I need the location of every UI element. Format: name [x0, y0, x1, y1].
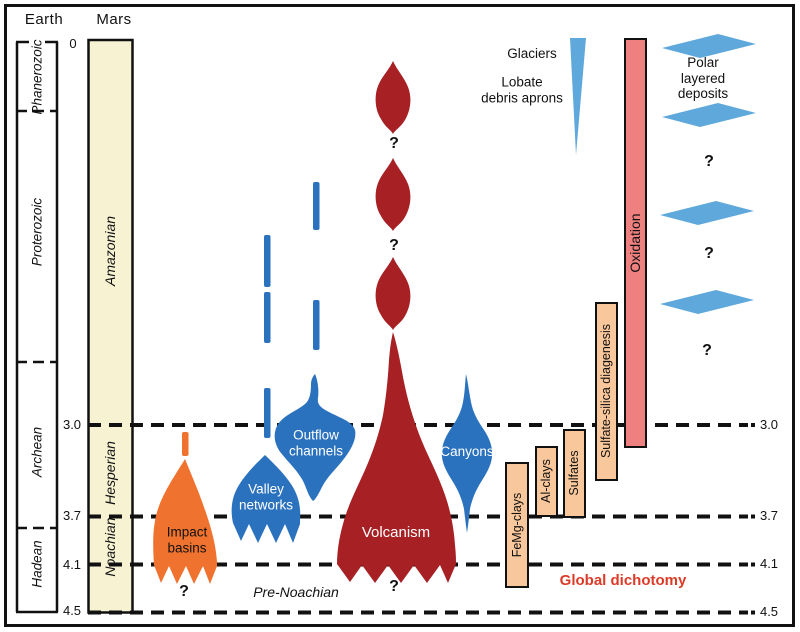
volcanism-blobs [375, 61, 411, 330]
volcanism-question-upper: ? [389, 135, 399, 152]
gridline-end-dots [751, 423, 755, 615]
sulfates-label: Sulfates [567, 450, 581, 496]
al-clays-label: Al-clays [539, 459, 553, 503]
oxidation-bar [624, 38, 647, 448]
tick-right-4-1: 4.1 [759, 556, 779, 571]
figure-border [4, 4, 795, 627]
canyons-violin [441, 374, 493, 533]
earth-column [15, 40, 59, 614]
femg-clays-label: FeMg-clays [510, 492, 524, 558]
impact-basins-label: Impact basins [166, 524, 208, 556]
tick-left-3-0: 3.0 [62, 417, 82, 432]
polar-layered-deposits-label: Polar layered deposits [677, 54, 729, 101]
tick-left-3-7: 3.7 [62, 508, 82, 523]
sulfate-silica-diagenesis-label: Sulfate-silica diagenesis [599, 323, 613, 459]
glaciers-label: Glaciers [507, 46, 557, 61]
era-phanerozoic: Phanerozoic [29, 39, 45, 115]
volcanism-violin [337, 332, 456, 583]
lobate-debris-aprons-label: Lobate debris aprons [481, 74, 563, 106]
impact-basins-question: ? [179, 583, 189, 600]
impact-basins-violin [153, 459, 217, 584]
outflow-channels-violin [274, 374, 356, 501]
polar-layered-deposit-diamonds [660, 34, 756, 314]
earth-header: Earth [24, 11, 64, 28]
mineral-bars [505, 38, 647, 588]
outflow-channels-label: Outflow channels [288, 427, 344, 459]
glaciers-triangle [570, 38, 586, 155]
polar-question-2: ? [704, 245, 714, 262]
sulfate-silica-diagenesis-bar [595, 302, 618, 481]
femg-clays-bar [505, 462, 529, 588]
tick-right-3-0: 3.0 [759, 417, 779, 432]
era-hadean: Hadean [29, 540, 45, 588]
canyons-label: Canyons [440, 444, 494, 459]
volcanism-question-bottom: ? [389, 578, 399, 595]
impact-basins-dash [182, 432, 189, 456]
volcanism-question-mid: ? [389, 237, 399, 254]
tick-right-3-7: 3.7 [759, 508, 779, 523]
period-amazonian: Amazonian [102, 215, 118, 287]
pre-noachian-note: Pre-Noachian [253, 584, 339, 600]
valley-networks-label: Valley networks [238, 481, 294, 513]
tick-right-4-5: 4.5 [759, 604, 779, 619]
tick-left-4-1: 4.1 [62, 557, 82, 572]
period-noachian: Noachian [102, 517, 118, 577]
outflow-channels-dashes [313, 182, 320, 350]
valley-networks-violin [231, 455, 301, 543]
era-proterozoic: Proterozoic [29, 197, 45, 267]
era-archean: Archean [29, 426, 45, 478]
period-hesperian: Hesperian [102, 441, 118, 505]
polar-question-3: ? [702, 342, 712, 359]
polar-question-1: ? [704, 153, 714, 170]
tick-0: 0 [69, 36, 77, 51]
volcanism-label: Volcanism [361, 524, 431, 541]
al-clays-bar [535, 446, 558, 517]
mars-header: Mars [96, 11, 132, 28]
oxidation-label: Oxidation [627, 213, 643, 273]
tick-left-4-5: 4.5 [62, 603, 82, 618]
sulfates-bar [563, 429, 586, 518]
global-dichotomy-note: Global dichotomy [559, 572, 687, 589]
valley-networks-dashes [264, 235, 271, 438]
